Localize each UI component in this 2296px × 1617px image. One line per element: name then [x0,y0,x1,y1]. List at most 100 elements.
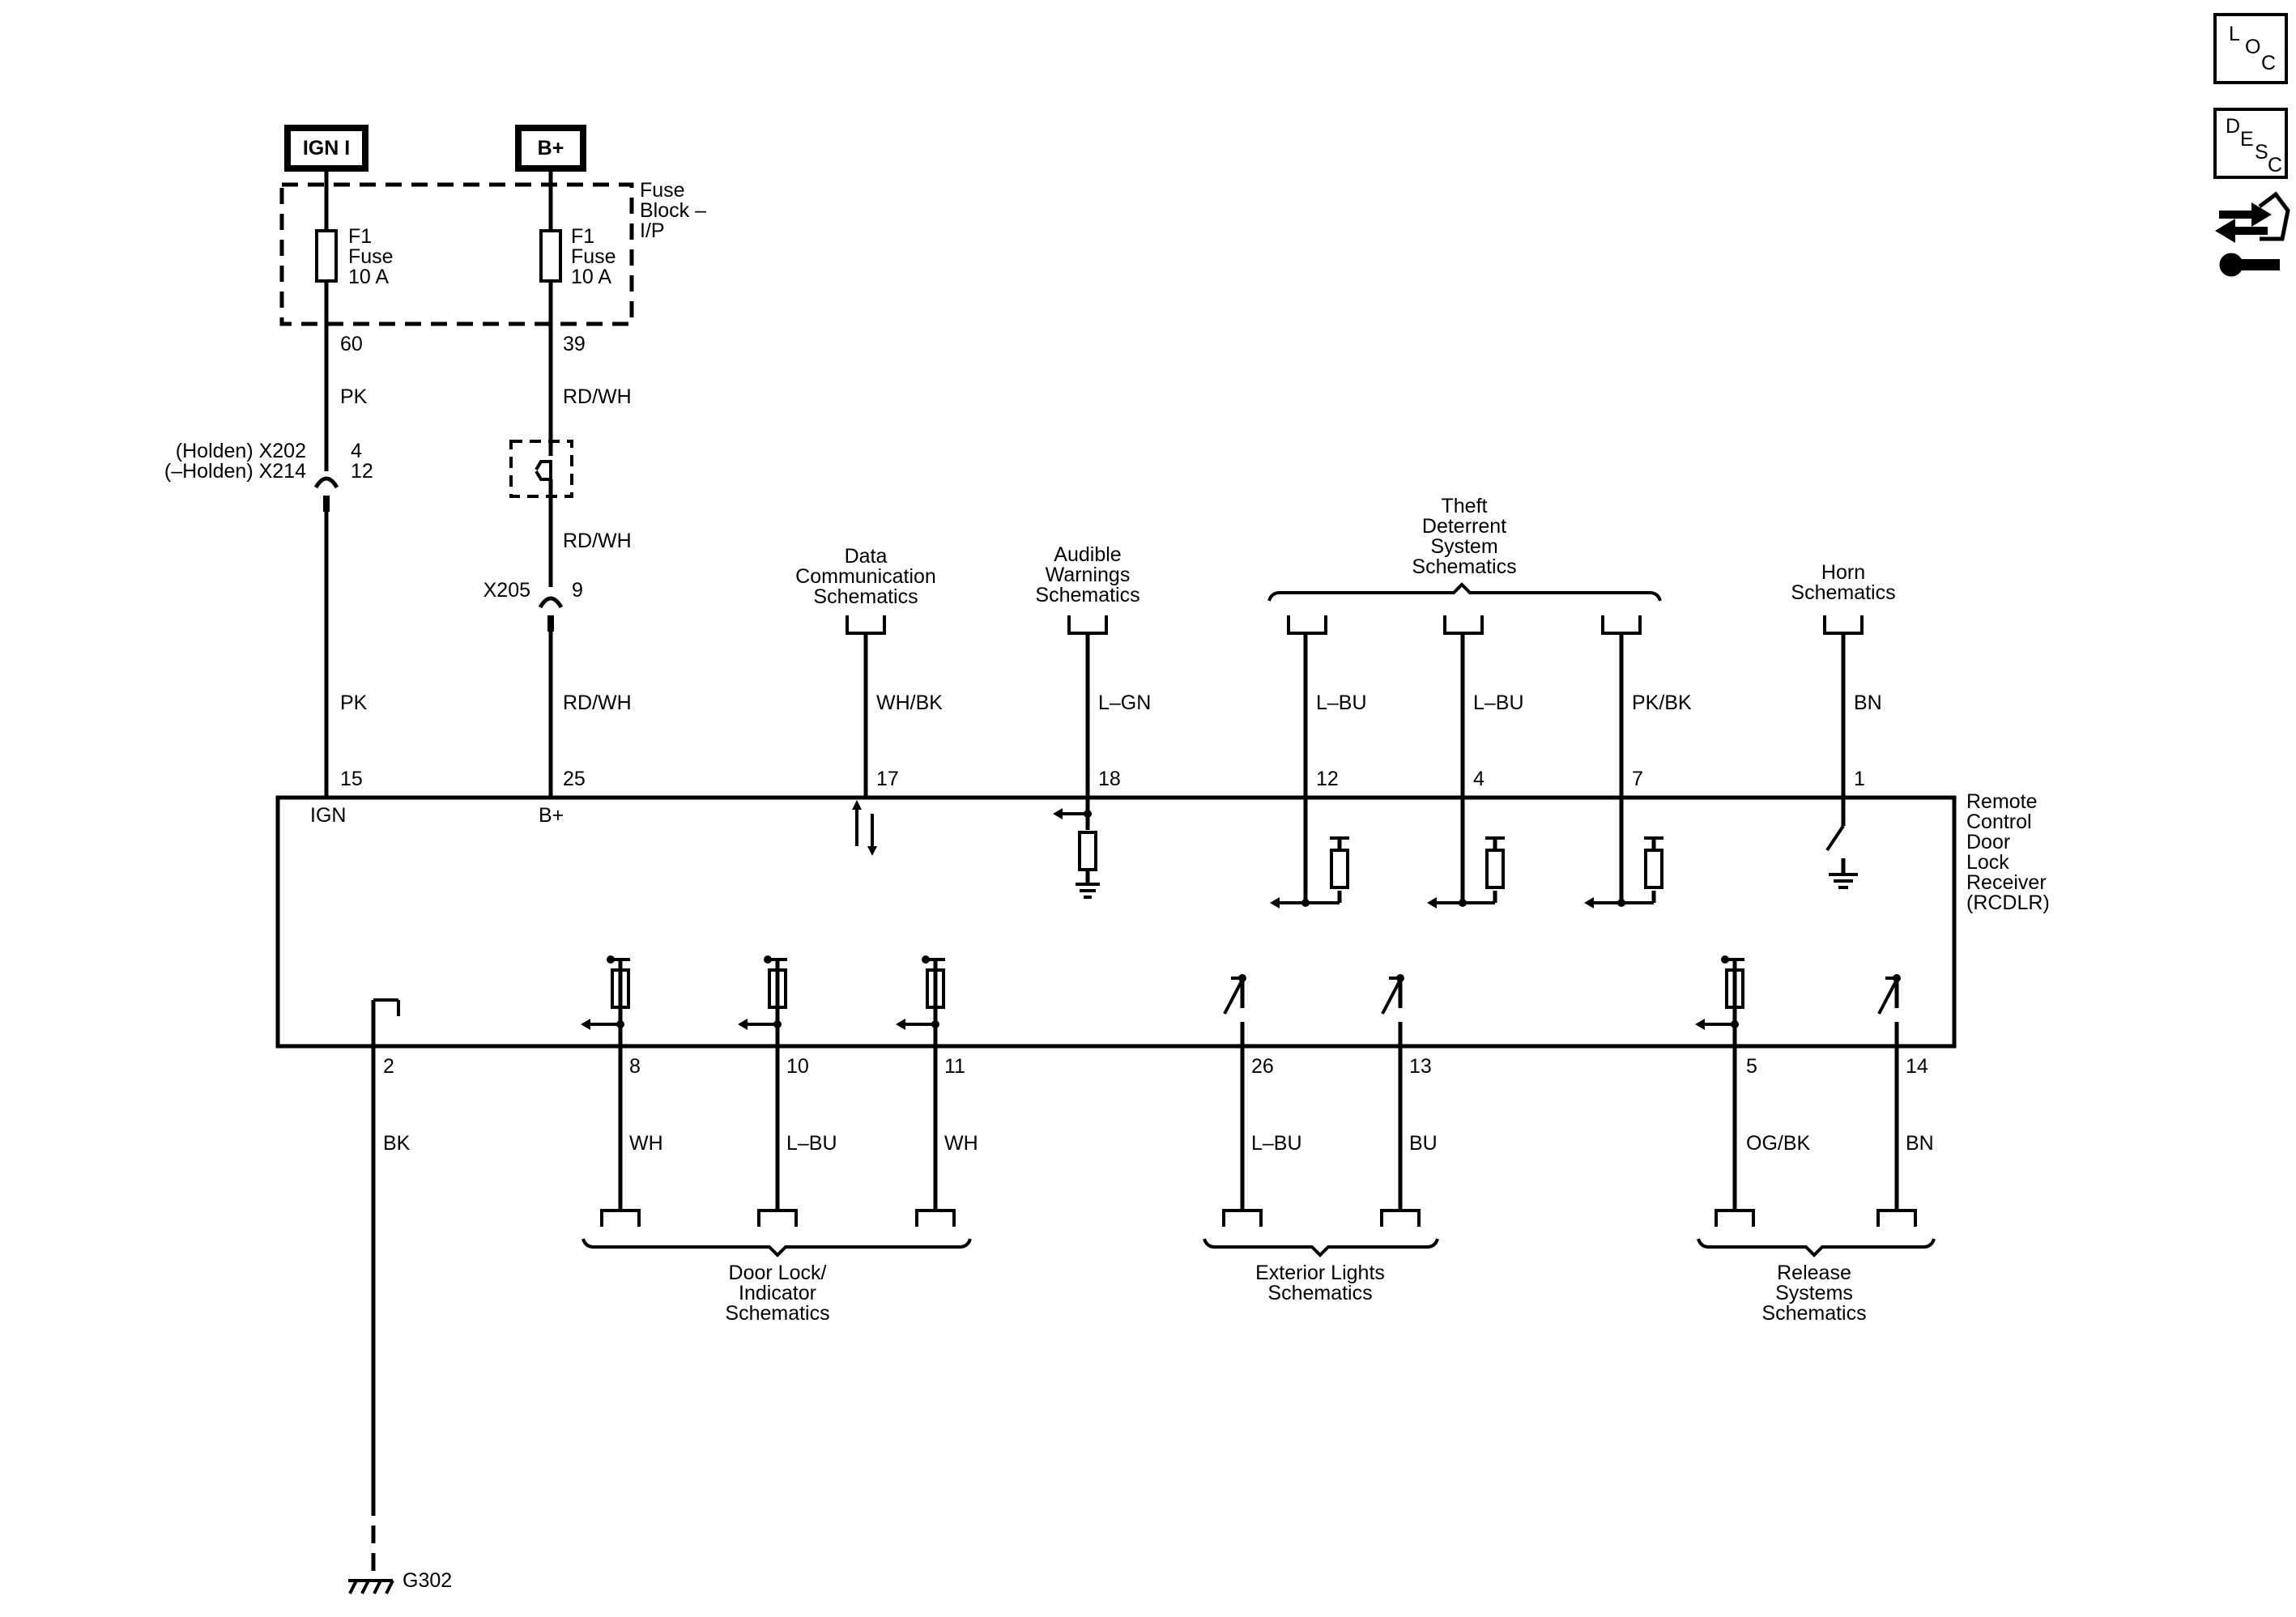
module-pin-ign: IGN [310,804,346,827]
fuse1-pin: 60 [340,333,363,355]
pin-8: 8 [629,1055,641,1078]
wire-color-13: BU [1409,1132,1438,1155]
ref-audible-1[interactable]: Audible [1054,543,1121,566]
x202-connector [313,476,339,489]
pin-17: 17 [876,768,899,790]
wire-color-26: L–BU [1251,1132,1302,1155]
bplus-source-label: B+ [538,137,564,160]
ref-release-1[interactable]: Release [1777,1262,1851,1284]
wire-color-12: L–BU [1316,691,1367,714]
ref-door-lock-2[interactable]: Indicator [739,1282,816,1304]
ref-data-comm-2[interactable]: Communication [795,565,936,588]
module-name-5: Receiver [1966,871,2047,894]
pin-11: 11 [944,1055,965,1078]
module-name-6: (RCDLR) [1966,891,2050,914]
loc-icon[interactable] [2213,13,2288,84]
desc-letter-d: D [2226,115,2240,138]
arrows-wrench-icon[interactable] [2215,191,2290,277]
pin-15: 15 [340,768,363,790]
ref-theft-2[interactable]: Deterrent [1422,515,1506,538]
pin-1: 1 [1854,768,1865,790]
ref-audible-2[interactable]: Warnings [1046,564,1131,586]
ref-theft-1[interactable]: Theft [1442,495,1488,517]
ign-wire-color-bottom: PK [340,691,368,714]
wire-color-2: BK [383,1132,411,1155]
fuse2-pin: 39 [563,333,586,355]
desc-icon[interactable] [2213,108,2288,179]
fuse-f1-bplus [539,229,562,283]
desc-letter-e: E [2240,128,2254,151]
pin-10: 10 [786,1055,809,1078]
module-name-2: Control [1966,811,2032,833]
pin-7: 7 [1632,768,1643,790]
splice-box [509,440,573,498]
wire-color-17: WH/BK [876,691,943,714]
bplus-wire-color-3: RD/WH [563,691,632,714]
bplus-wire-color-1: RD/WH [563,385,632,408]
wire-color-5: OG/BK [1746,1132,1811,1155]
wire-color-14: BN [1906,1132,1934,1155]
wire-color-10: L–BU [786,1132,837,1155]
loc-letter-l: L [2229,23,2240,45]
fuse-block-box [279,182,634,326]
wire-color-1: BN [1854,691,1882,714]
ref-data-comm-3[interactable]: Schematics [813,585,918,608]
fuse1-line3: 10 A [348,266,389,288]
desc-letter-c: C [2268,154,2282,177]
x202-pin: 4 [351,440,362,462]
x202-label-line1: (Holden) X202 [176,440,306,462]
fuse2-line1: F1 [571,225,594,248]
ref-audible-3[interactable]: Schematics [1035,584,1139,606]
x205-label: X205 [483,579,530,602]
pin-4: 4 [1473,768,1485,790]
module-name-3: Door [1966,831,2010,853]
x214-label-line2: (–Holden) X214 [164,460,306,483]
ign-wire-color-top: PK [340,385,368,408]
ref-exterior-1[interactable]: Exterior Lights [1255,1262,1385,1284]
wire-color-18: L–GN [1098,691,1151,714]
pin-2: 2 [383,1055,394,1078]
loc-letter-c: C [2261,52,2276,74]
fuse2-line2: Fuse [571,245,616,268]
pin-26: 26 [1251,1055,1274,1078]
loc-letter-o: O [2245,36,2260,58]
ign-source-label: IGN I [303,137,350,160]
fuse2-line3: 10 A [571,266,611,288]
ref-horn-2[interactable]: Schematics [1791,581,1895,604]
fuse1-line2: Fuse [348,245,394,268]
fuse1-line1: F1 [348,225,372,248]
module-name-4: Lock [1966,851,2009,874]
module-pin-bplus: B+ [539,804,564,827]
wire-color-8: WH [629,1132,663,1155]
pin-5: 5 [1746,1055,1757,1078]
wire-color-4: L–BU [1473,691,1524,714]
ref-door-lock-1[interactable]: Door Lock/ [729,1262,827,1284]
pin-25: 25 [563,768,586,790]
desc-letter-s: S [2255,141,2268,164]
pin-13: 13 [1409,1055,1432,1078]
ref-horn-1[interactable]: Horn [1821,561,1865,584]
ref-data-comm-1[interactable]: Data [845,545,888,568]
fuse-f1-ign [315,229,338,283]
ref-door-lock-3[interactable]: Schematics [725,1302,829,1325]
x214-pin: 12 [351,460,373,483]
pin-14: 14 [1906,1055,1928,1078]
fuse-block-label-2: Block – [640,199,706,222]
ref-release-2[interactable]: Systems [1775,1282,1853,1304]
ref-exterior-2[interactable]: Schematics [1267,1282,1372,1304]
rcdlr-module-box [275,795,1957,1049]
ground-label: G302 [403,1569,452,1592]
ref-release-3[interactable]: Schematics [1761,1302,1866,1325]
pin-12: 12 [1316,768,1339,790]
pin-18: 18 [1098,768,1121,790]
bplus-wire-color-2: RD/WH [563,530,632,552]
x205-pin: 9 [572,579,583,602]
ref-theft-3[interactable]: System [1430,535,1497,558]
fuse-block-label-3: I/P [640,219,665,242]
x205-connector [538,596,564,609]
wire-color-7: PK/BK [1632,691,1692,714]
module-name-1: Remote [1966,790,2038,813]
ref-theft-4[interactable]: Schematics [1412,555,1516,578]
fuse-block-label-1: Fuse [640,179,685,202]
